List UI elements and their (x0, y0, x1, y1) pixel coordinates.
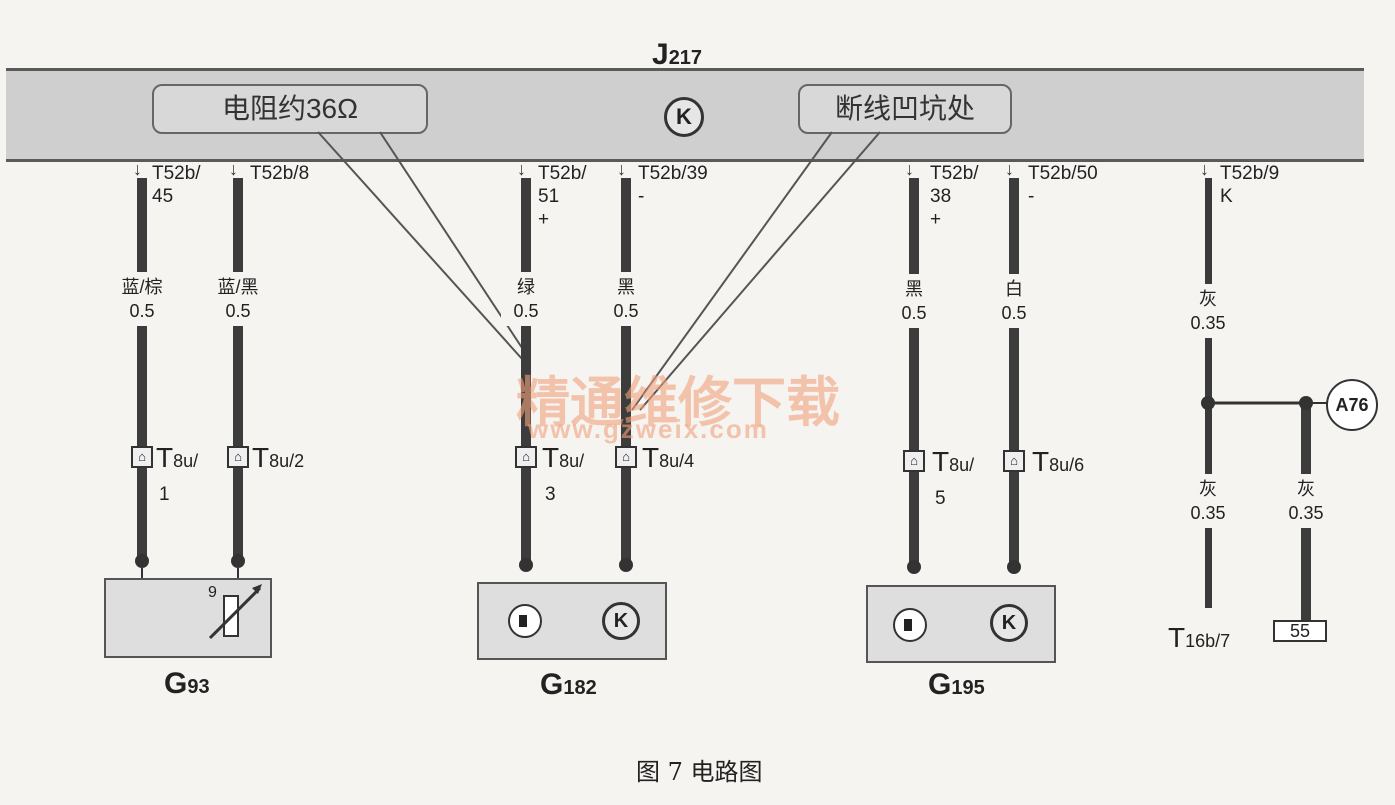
ecu-label: J217 (652, 38, 703, 71)
pin-arrow: ↓ (1200, 159, 1209, 179)
connector-t8u-2: T8u/2 (252, 442, 305, 473)
break-point-callout: 断线凹坑处 (798, 84, 1012, 134)
g182-label: G182 (540, 668, 597, 701)
connector-pin-number: 1 (159, 484, 170, 505)
pin-arrow: ↓ (133, 159, 142, 179)
wire-end-dot (619, 558, 633, 572)
connector-t8u-5: T8u/ (932, 446, 975, 477)
pin-t52b-38: T52b/38+ (930, 163, 979, 230)
connector-t16b-7: T16b/7 (1168, 622, 1231, 653)
wire-end-dot (519, 558, 533, 572)
watermark-text: 精通维修下载 (516, 373, 840, 433)
wire-end-dot (135, 554, 149, 568)
wire-g195-minus (1009, 178, 1019, 570)
pin-arrow: ↓ (1005, 159, 1014, 179)
ground-point-55: 55 (1273, 620, 1327, 642)
wire-k-line (1205, 178, 1212, 608)
resistance-callout: 电阻约36Ω (152, 84, 428, 134)
wire-end-dot (907, 560, 921, 574)
wire-end-dot (1299, 396, 1313, 410)
pin-arrow: ↓ (617, 159, 626, 179)
g93-pin-number: 9 (208, 584, 217, 601)
watermark-url: www.gzweix.com (528, 414, 769, 444)
wire-end-dot (1007, 560, 1021, 574)
connector-t8u-1: T8u/ (156, 442, 199, 473)
temperature-symbol-icon (508, 604, 542, 638)
wire-g195-plus (909, 178, 919, 570)
connector-t8u-4: T8u/4 (642, 442, 695, 473)
connector-icon: ⌂ (615, 446, 637, 468)
connector-icon: ⌂ (227, 446, 249, 468)
figure-caption: 图 7 电路图 (636, 758, 763, 786)
connector-pin-number: 3 (545, 484, 556, 505)
wire-g93-1 (137, 178, 147, 560)
g93-label: G93 (164, 667, 210, 700)
g93-sensor-box (104, 578, 272, 658)
pin-t52b-51: T52b/51+ (538, 163, 587, 230)
connector-t8u-6: T8u/6 (1032, 446, 1085, 477)
pin-t52b-8: T52b/8 (250, 163, 310, 184)
k-symbol-icon: K (990, 604, 1028, 642)
connector-icon: ⌂ (1003, 450, 1025, 472)
pin-arrow: ↓ (229, 159, 238, 179)
connector-pin-number: 5 (935, 488, 946, 509)
k-symbol-icon: K (664, 97, 704, 137)
pin-t52b-45: T52b/45 (152, 163, 201, 207)
connector-icon: ⌂ (903, 450, 925, 472)
pin-arrow: ↓ (905, 159, 914, 179)
wire-end-dot (231, 554, 245, 568)
connector-icon: ⌂ (131, 446, 153, 468)
g195-label: G195 (928, 668, 985, 701)
connector-t8u-3: T8u/ (542, 442, 585, 473)
pin-t52b-50: T52b/50- (1028, 163, 1098, 207)
k-symbol-icon: K (602, 602, 640, 640)
variable-resistor-icon (208, 584, 262, 640)
splice-dot (1201, 396, 1215, 410)
temperature-symbol-icon (893, 608, 927, 642)
connector-icon: ⌂ (515, 446, 537, 468)
a76-connection-circle: A76 (1326, 379, 1378, 431)
pin-arrow: ↓ (517, 159, 526, 179)
wire-g93-2 (233, 178, 243, 560)
wire-g182-plus (521, 178, 531, 568)
wire-g182-minus (621, 178, 631, 568)
pin-t52b-39: T52b/39- (638, 163, 708, 207)
